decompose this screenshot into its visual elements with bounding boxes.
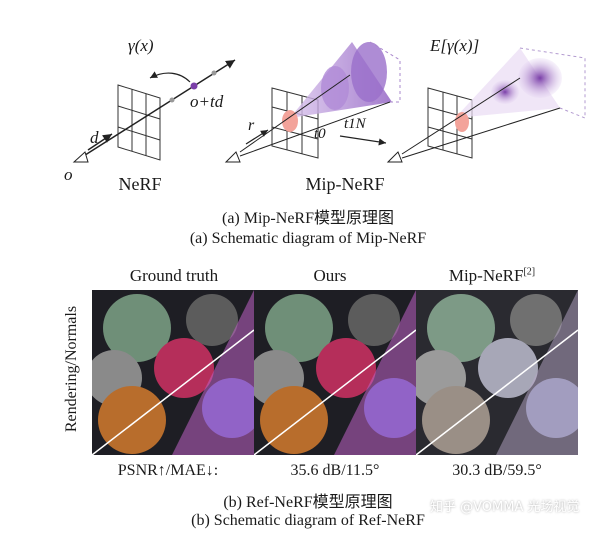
t0-label: t0 [314, 126, 326, 142]
o-td-label: o+td [190, 92, 224, 111]
citation-superscript: [2] [523, 266, 536, 278]
metric-mip-nerf: 30.3 dB/59.5° [452, 462, 542, 479]
column-header-ground-truth: Ground truth [129, 266, 219, 285]
column-header-mip-nerf-text: Mip-NeRF [448, 266, 524, 285]
metric-ours: 35.6 dB/11.5° [290, 462, 380, 479]
mip-nerf-cone [224, 41, 401, 163]
caption-b-en: (b) Schematic diagram of Ref-NeRF [191, 512, 425, 529]
watermark: 知乎 @VOMMA 光场视觉 [430, 500, 580, 515]
metric-label: PSNR↑/MAE↓: [117, 462, 219, 479]
column-header-ours: Ours [313, 266, 347, 285]
caption-b-cn: (b) Ref-NeRF模型原理图 [223, 494, 393, 511]
panel-ground-truth [92, 290, 254, 455]
nerf-label: NeRF [118, 174, 162, 194]
nerf-image-plane [117, 84, 161, 161]
mip-nerf-label: Mip-NeRF [305, 174, 385, 194]
d-label: d [90, 128, 99, 147]
mip-nerf-schematic [72, 41, 586, 163]
nerf-ray [72, 59, 236, 163]
panel-ours [254, 290, 416, 455]
r-label: r [248, 117, 255, 134]
caption-a-en: (a) Schematic diagram of Mip-NeRF [189, 230, 427, 247]
mip-nerf-expected-encoding [386, 47, 586, 163]
caption-a-cn: (a) Mip-NeRF模型原理图 [222, 210, 394, 227]
t1n-label: t1N [344, 116, 366, 132]
o-label: o [64, 165, 73, 184]
gamma-x-label: γ(x) [128, 36, 154, 55]
row-label-rendering-normals: Rendering/Normals [63, 305, 80, 433]
panel-mip-nerf [416, 290, 578, 455]
expected-gamma-label: E[γ(x)] [430, 36, 480, 55]
column-header-mip-nerf: Mip-NeRF[2] [412, 266, 572, 286]
